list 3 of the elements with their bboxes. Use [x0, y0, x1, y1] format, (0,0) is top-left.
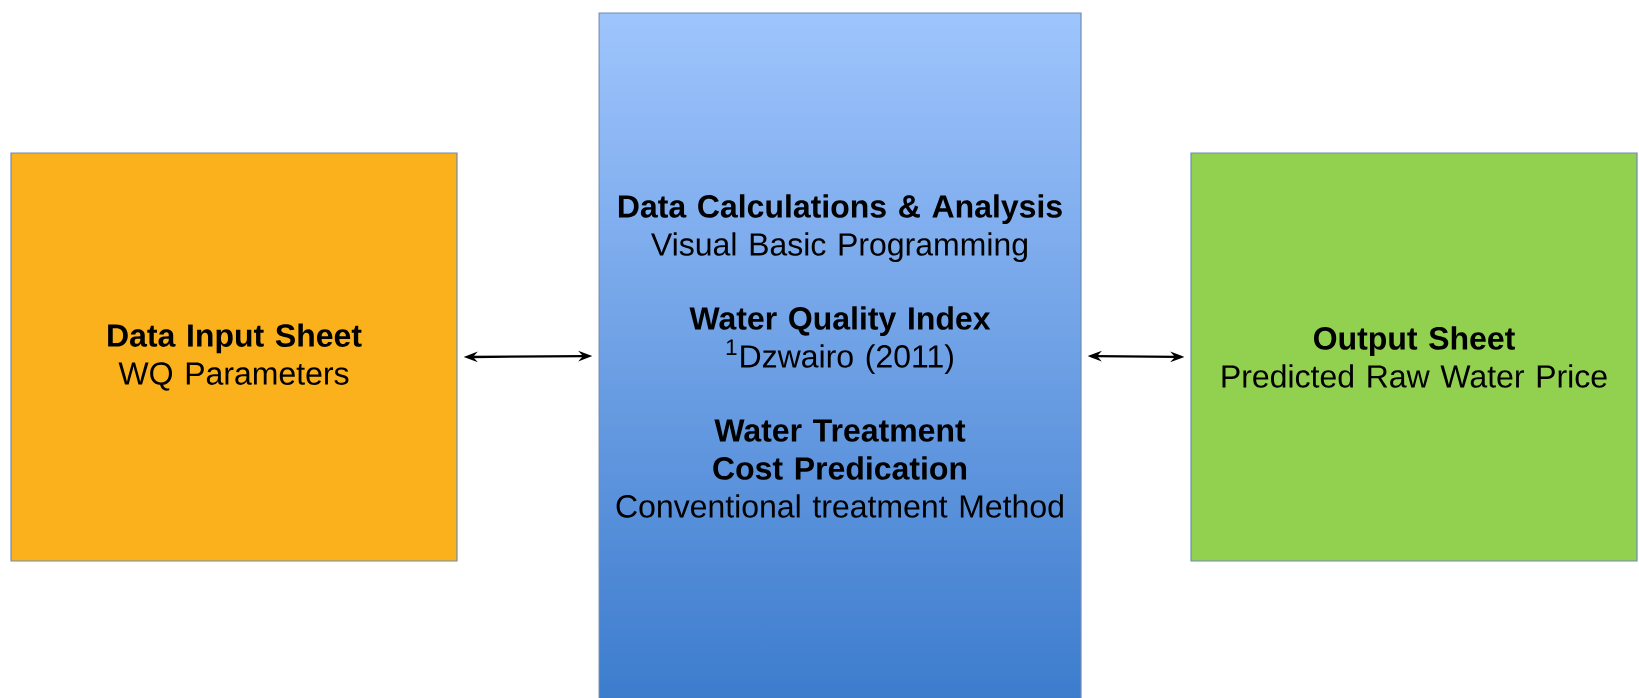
- process-box: Data Calculations & Analysis Visual Basic Programming Water Quality Index $^{1}$Dzwairo (2011) Water Treatment Cost Predication Conventional treatment Method: [598, 12, 1082, 698]
- process-box: Data Input Sheet WQ Parameters: [10, 152, 458, 562]
- process-box: Output Sheet Predicted Raw Water Price: [1190, 152, 1638, 562]
